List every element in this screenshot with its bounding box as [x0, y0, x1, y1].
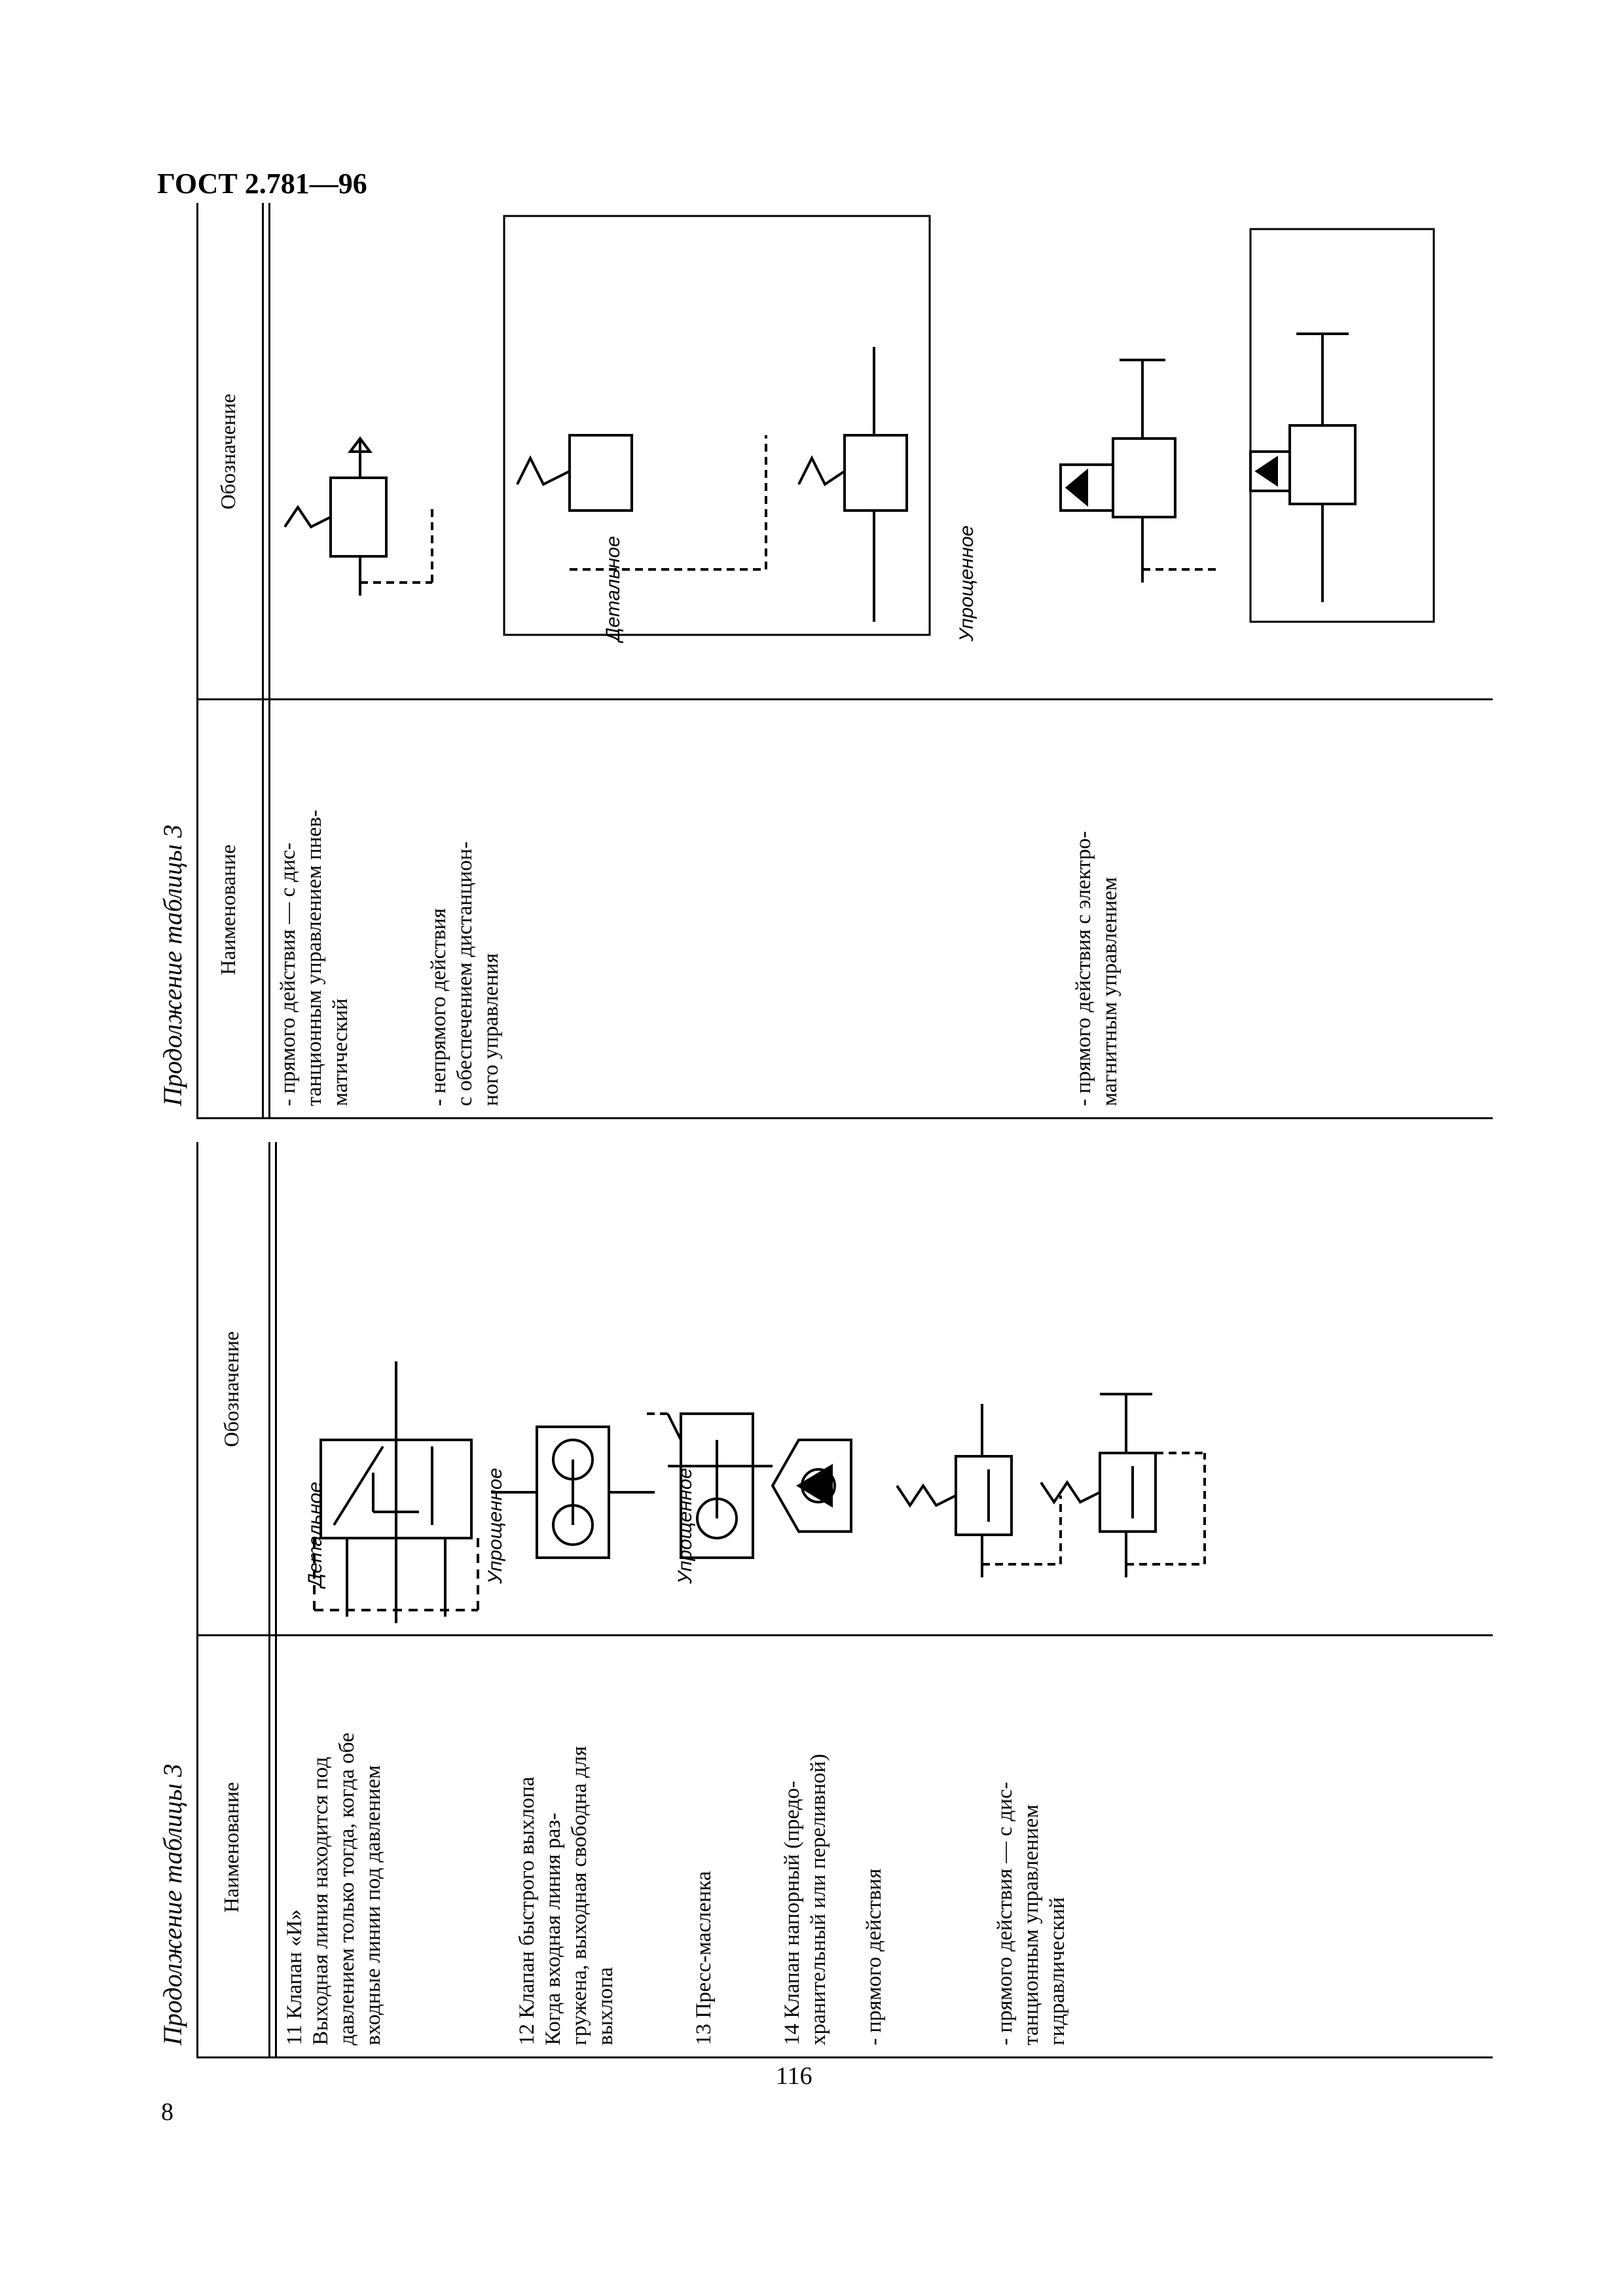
relief-valve-electromagnetic-icon	[1249, 228, 1435, 623]
row-11-text: 11 Клапан «И» Выходная линия находится п…	[283, 1732, 385, 2045]
row-14a-text: - прямого действия	[862, 1868, 886, 2045]
and-valve-detailed-icon	[313, 1361, 479, 1623]
document-header: ГОСТ 2.781—96	[157, 168, 367, 200]
row-14-text: 14 Клапан напорный (предо- хранительный …	[780, 1753, 830, 2045]
and-valve-simplified-icon	[491, 1426, 655, 1559]
upper-symbols	[283, 215, 1435, 636]
table-caption: Продолжение таблицы 3	[158, 1763, 187, 2045]
lower-symbols	[313, 1361, 1206, 1623]
relief-valve-indirect-simplified-icon	[1059, 359, 1218, 583]
column-header-name: Наименование	[216, 844, 240, 975]
relief-valve-remote-hydraulic-icon	[1040, 1393, 1206, 1577]
relief-valve-direct-icon	[896, 1404, 1062, 1577]
relief-valve-indirect-detailed-icon	[503, 215, 931, 636]
page-number-left: 8	[161, 2098, 173, 2126]
quick-exhaust-valve-icon	[642, 1412, 773, 1559]
column-header-symbol: Обозначение	[219, 1331, 243, 1447]
column-header-symbol: Обозначение	[216, 393, 240, 510]
row-14b-text: - прямого действия — с дис- танционным у…	[993, 1782, 1069, 2046]
table-caption: Продолжение таблицы 3	[158, 824, 187, 1106]
row-12-text: 12 Клапан быстрого выхлопа Когда входная…	[515, 1746, 617, 2045]
column-header-name: Наименование	[219, 1782, 243, 1913]
row-indirect-text: - непрямого действия с обеспечением дист…	[427, 841, 503, 1106]
row-electromagnetic-text: - прямого действия с электро- магнитным …	[1072, 831, 1122, 1106]
row-13-text: 13 Пресс-масленка	[692, 1871, 716, 2045]
relief-valve-pneumatic-icon	[283, 436, 433, 596]
row-pneumatic-text: - прямого действия — с дис- танционным у…	[276, 810, 352, 1106]
grease-fitting-icon	[771, 1439, 852, 1533]
page-number-center: 116	[776, 2062, 812, 2090]
